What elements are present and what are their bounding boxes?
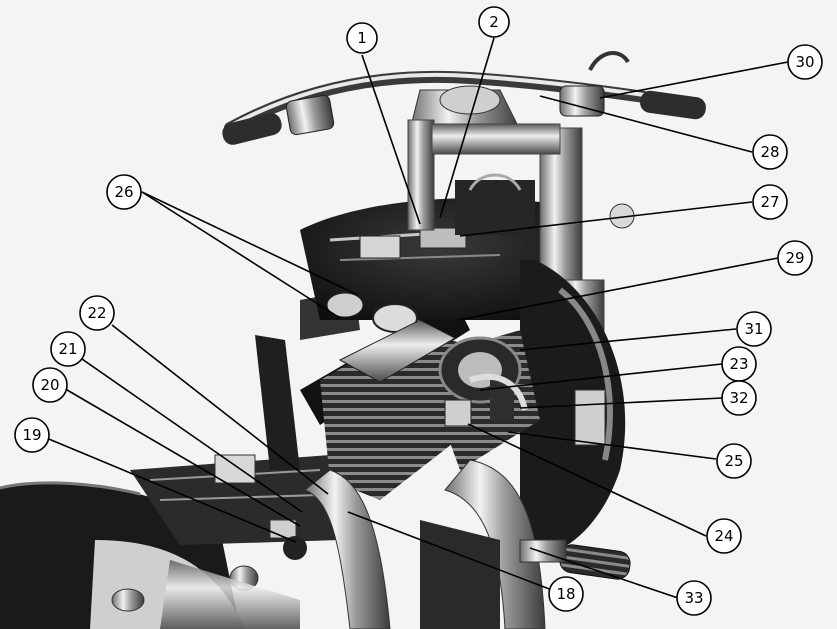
- callout-29: 29: [777, 240, 813, 276]
- callout-label: 24: [714, 527, 733, 545]
- callout-25: 25: [716, 443, 752, 479]
- callout-2: 2: [478, 6, 510, 38]
- callout-19: 19: [14, 417, 50, 453]
- engine: [320, 319, 540, 500]
- callout-20: 20: [32, 367, 68, 403]
- callout-label: 1: [357, 29, 367, 47]
- callout-label: 32: [729, 389, 748, 407]
- exhaust-pipes: [304, 459, 546, 629]
- callout-label: 2: [489, 13, 499, 31]
- callout-label: 23: [729, 355, 748, 373]
- callout-1: 1: [346, 22, 378, 54]
- callout-30: 30: [787, 44, 823, 80]
- tank-mount-area: [300, 173, 580, 333]
- callout-label: 29: [785, 249, 804, 267]
- callout-18: 18: [548, 576, 584, 612]
- callout-label: 25: [724, 452, 743, 470]
- callout-21: 21: [50, 331, 86, 367]
- callout-label: 33: [684, 589, 703, 607]
- callout-label: 26: [114, 183, 133, 201]
- callout-23: 23: [721, 346, 757, 382]
- callout-label: 19: [22, 426, 41, 444]
- callouts: 1 2 30 28 26 27 29 22: [14, 6, 823, 616]
- wiring-tray: [130, 454, 340, 560]
- callout-label: 22: [87, 304, 106, 322]
- callout-label: 20: [40, 376, 59, 394]
- callout-label: 27: [760, 193, 779, 211]
- callout-label: 21: [58, 340, 77, 358]
- callout-33: 33: [676, 580, 712, 616]
- callout-label: 30: [795, 53, 814, 71]
- callout-32: 32: [721, 380, 757, 416]
- callout-28: 28: [752, 134, 788, 170]
- callout-label: 18: [556, 585, 575, 603]
- callout-24: 24: [706, 518, 742, 554]
- callout-label: 28: [760, 143, 779, 161]
- callout-26: 26: [106, 174, 142, 210]
- callout-label: 31: [744, 320, 763, 338]
- callout-31: 31: [736, 311, 772, 347]
- callout-22: 22: [79, 295, 115, 331]
- leader-lines: [43, 37, 789, 599]
- callout-27: 27: [752, 184, 788, 220]
